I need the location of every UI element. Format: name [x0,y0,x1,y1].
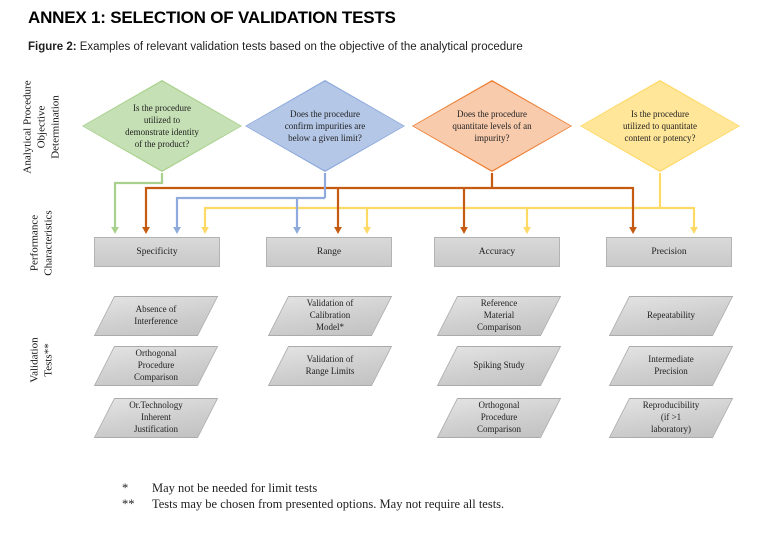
arrow-yellow-spine [205,173,694,210]
test-or-technology-inherent-justification: Or.Technology Inherent Justification [93,398,219,438]
test-spiking-study: Spiking Study [436,346,562,386]
test-repeatability: Repeatability [608,296,734,336]
test-intermediate-precision: Intermediate Precision [608,346,734,386]
row-label-performance: Performance Characteristics [28,210,55,276]
test-orthogonal-procedure-comparison-accuracy: Orthogonal Procedure Comparison [436,398,562,438]
test-label: Or.Technology Inherent Justification [129,400,183,434]
test-validation-of-range-limits: Validation of Range Limits [267,346,393,386]
char-box-range: Range [266,237,392,267]
test-label: Validation of Range Limits [305,354,355,376]
diamond-impurities-below-limit-fill: Does the procedure confirm impurities ar… [246,81,404,171]
test-orthogonal-procedure-comparison-specificity: Orthogonal Procedure Comparison [93,346,219,386]
diamond-impurities-below-limit-question: Does the procedure confirm impurities ar… [284,108,366,144]
page-title: ANNEX 1: SELECTION OF VALIDATION TESTS [28,8,396,27]
diamond-impurity-levels: Does the procedure quantitate levels of … [412,80,572,172]
diamond-content-potency-question: Is the procedure utilized to quantitate … [623,108,697,144]
footnote-2-marker: ** [122,497,135,511]
diamond-impurity-levels-question: Does the procedure quantitate levels of … [452,108,532,144]
footnote-2: ** Tests may be chosen from presented op… [122,497,504,512]
arrow-green-to-specificity [111,173,164,234]
test-reference-material-comparison: Reference Material Comparison [436,296,562,336]
footnotes: * May not be needed for limit tests ** T… [122,481,504,513]
diamond-identity-question: Is the procedure utilized to demonstrate… [125,102,199,150]
test-label: Reference Material Comparison [477,298,521,332]
char-box-accuracy: Accuracy [434,237,560,267]
test-reproducibility: Reproducibility (if >1 laboratory) [608,398,734,438]
test-absence-of-interference: Absence of Interference [93,296,219,336]
footnote-1-text: May not be needed for limit tests [152,481,318,495]
test-label: Absence of Interference [134,304,178,326]
char-box-precision: Precision [606,237,732,267]
diamond-content-potency: Is the procedure utilized to quantitate … [580,80,740,172]
test-label: Spiking Study [473,360,525,371]
footnote-2-text: Tests may be chosen from presented optio… [152,497,505,511]
diamond-impurity-levels-fill: Does the procedure quantitate levels of … [413,81,571,171]
test-validation-of-calibration-model: Validation of Calibration Model* [267,296,393,336]
diamond-identity: Is the procedure utilized to demonstrate… [82,80,242,172]
arrow-orange-spine [146,173,633,190]
test-label: Reproducibility (if >1 laboratory) [642,400,700,434]
row-label-validation: Validation Tests** [28,337,55,383]
diamond-content-potency-fill: Is the procedure utilized to quantitate … [581,81,739,171]
test-label: Repeatability [647,310,695,321]
test-label: Validation of Calibration Model* [306,298,354,332]
char-box-specificity: Specificity [94,237,220,267]
test-label: Intermediate Precision [648,354,694,376]
test-label: Orthogonal Procedure Comparison [477,400,521,434]
arrow-blue-spine [177,173,327,200]
footnote-1-marker: * [122,481,129,495]
footnote-1: * May not be needed for limit tests [122,481,504,496]
diamond-identity-fill: Is the procedure utilized to demonstrate… [83,81,241,171]
figure-caption-text: Examples of relevant validation tests ba… [76,41,523,53]
figure-caption: Figure 2: Examples of relevant validatio… [28,41,523,53]
figure-label: Figure 2: [28,41,77,53]
test-label: Orthogonal Procedure Comparison [134,348,178,382]
diamond-impurities-below-limit: Does the procedure confirm impurities ar… [245,80,405,172]
row-label-objective: Analytical Procedure Objective Determina… [21,80,62,174]
